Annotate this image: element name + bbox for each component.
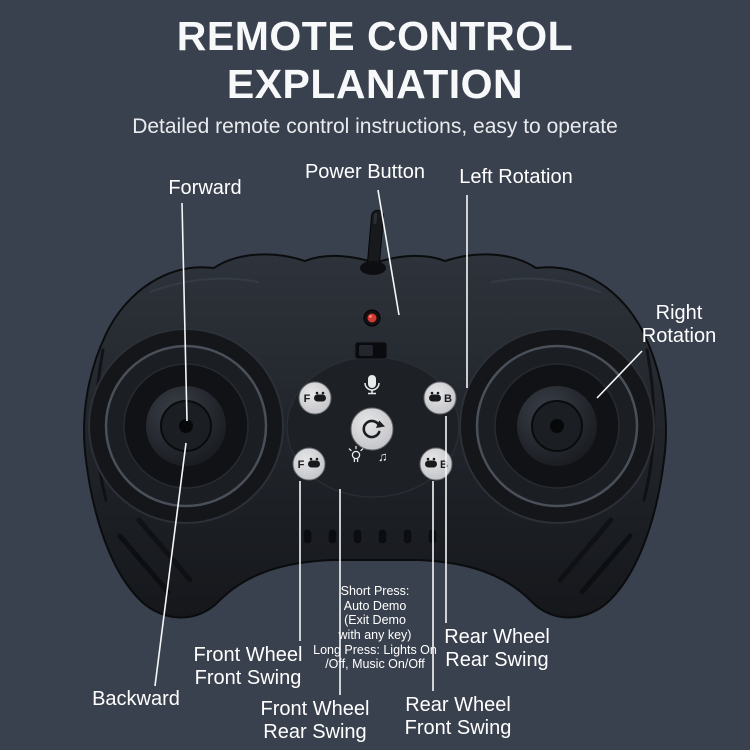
callout-line-power-button	[377, 189, 400, 316]
callout-right-rotation: Right Rotation	[641, 302, 717, 347]
function-button-top-right: B	[423, 381, 457, 415]
callout-front-wheel-rear-swing: Front Wheel Rear Swing	[260, 698, 370, 743]
callout-front-wheel-front-swing: Front Wheel Front Swing	[193, 644, 303, 689]
callout-left-rotation: Left Rotation	[459, 166, 573, 188]
function-button-bottom-left: F	[292, 447, 326, 481]
button-letter: F	[304, 393, 311, 405]
subtitle: Detailed remote control instructions, ea…	[132, 115, 618, 138]
callout-forward: Forward	[168, 177, 242, 199]
function-button-top-left: F	[298, 381, 332, 415]
page-title: REMOTE CONTROL EXPLANATION	[176, 13, 574, 107]
callout-backward: Backward	[92, 688, 180, 710]
right-stick	[458, 327, 656, 525]
callout-power-button: Power Button	[304, 161, 426, 183]
callout-rear-wheel-rear-swing: Rear Wheel Rear Swing	[444, 626, 550, 671]
callout-line-backward	[154, 442, 187, 687]
speaker-grille	[302, 528, 438, 545]
button-letter: B	[440, 459, 448, 471]
microphone-icon	[364, 375, 380, 395]
button-letter: B	[444, 393, 452, 405]
rotate-arrow-icon	[362, 419, 385, 439]
callout-line-forward	[181, 202, 188, 422]
power-switch	[354, 341, 388, 360]
function-button-bottom-right: B	[419, 447, 453, 481]
lights-bulb-icon	[348, 445, 364, 463]
auto-demo-button	[350, 407, 394, 451]
button-letter: F	[298, 459, 305, 471]
music-note-icon: ♫	[378, 449, 388, 464]
antenna	[360, 209, 386, 275]
callout-lines	[154, 189, 643, 695]
center-note: Short Press: Auto Demo (Exit Demo with a…	[313, 584, 437, 672]
callout-rear-wheel-front-swing: Rear Wheel Front Swing	[404, 694, 512, 739]
callout-line-right-rotation	[596, 350, 643, 399]
power-led	[363, 309, 381, 327]
